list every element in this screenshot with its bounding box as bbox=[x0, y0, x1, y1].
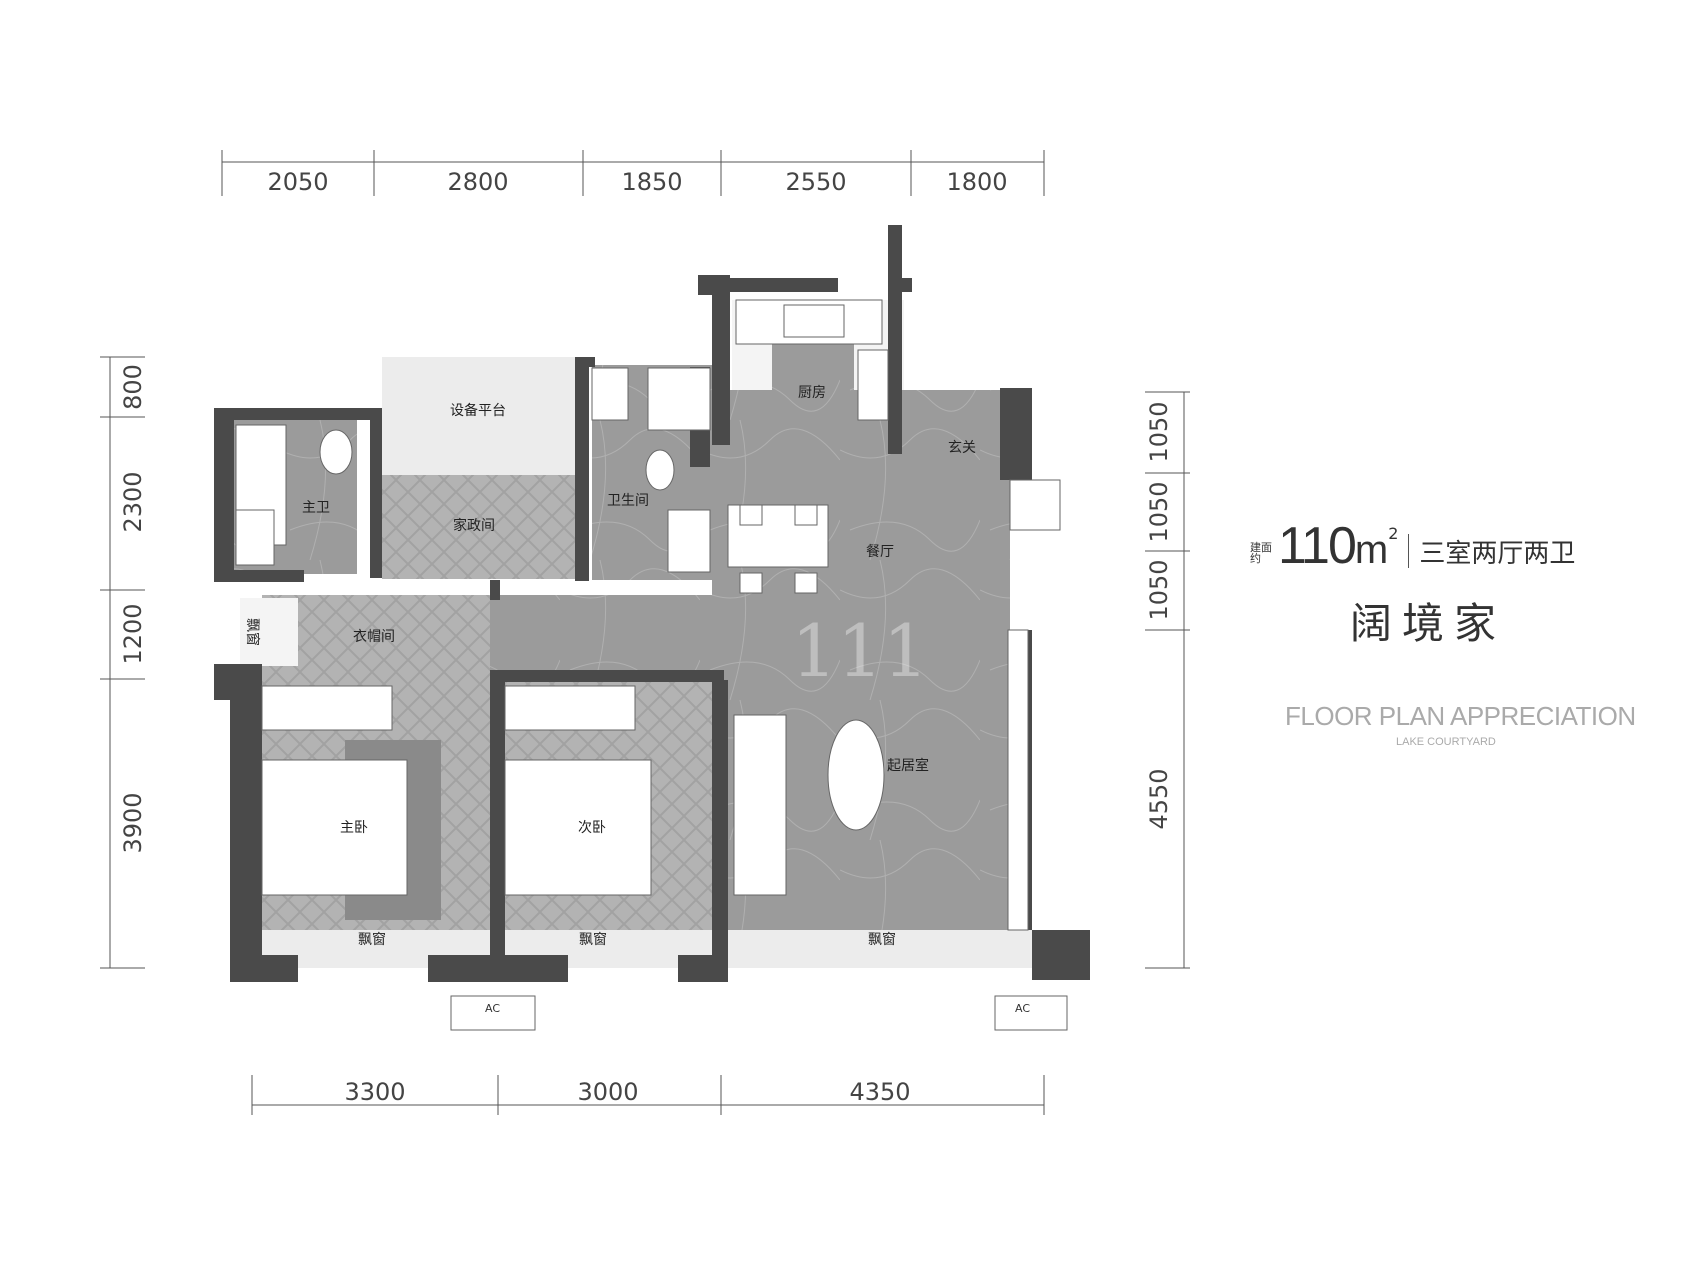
label-bay-window-1: 飘窗 bbox=[358, 931, 386, 948]
info-panel: 建面 约 110 m 2 三室两厅两卫 阔境家 FLOOR PLAN APPRE… bbox=[1250, 520, 1670, 748]
left-dimension-line bbox=[100, 356, 145, 969]
bottom-dimension-line bbox=[251, 1075, 1045, 1115]
dim-right-2: 1050 bbox=[1145, 481, 1173, 542]
dim-top-3: 1850 bbox=[621, 168, 682, 196]
dim-bottom-1: 3300 bbox=[344, 1078, 405, 1106]
label-master-bedroom: 主卧 bbox=[340, 820, 368, 836]
dim-bottom-2: 3000 bbox=[577, 1078, 638, 1106]
label-bay-window-small: 飘窗 bbox=[244, 618, 261, 646]
ac-label-right: AC bbox=[1015, 1002, 1030, 1015]
label-bay-window-2: 飘窗 bbox=[579, 931, 607, 948]
label-bathroom: 卫生间 bbox=[607, 493, 649, 509]
area-line: 建面 约 110 m 2 三室两厅两卫 bbox=[1250, 520, 1670, 572]
label-second-bedroom: 次卧 bbox=[578, 820, 606, 836]
label-dining-room: 餐厅 bbox=[866, 544, 894, 560]
label-housekeeping-room: 家政间 bbox=[453, 517, 495, 534]
right-dimension-line bbox=[1145, 391, 1190, 969]
dim-left-3: 1200 bbox=[119, 603, 147, 664]
project-name: 阔境家 bbox=[1350, 599, 1507, 648]
english-title: FLOOR PLAN APPRECIATION bbox=[1285, 701, 1636, 731]
label-kitchen: 厨房 bbox=[798, 385, 826, 401]
area-unit: m bbox=[1354, 528, 1389, 572]
separator bbox=[1408, 534, 1410, 568]
label-bay-window-3: 飘窗 bbox=[868, 931, 896, 948]
walls bbox=[214, 225, 1090, 982]
area-value: 110 bbox=[1278, 517, 1357, 575]
english-subtitle: LAKE COURTYARD bbox=[1396, 736, 1496, 748]
label-living-room: 起居室 bbox=[887, 757, 929, 774]
fixtures bbox=[235, 299, 1068, 1031]
area-prefix: 建面 约 bbox=[1250, 542, 1272, 564]
ac-label-left: AC bbox=[485, 1002, 500, 1015]
label-master-bathroom: 主卫 bbox=[302, 500, 330, 516]
dim-bottom-3: 4350 bbox=[849, 1078, 910, 1106]
dim-top-1: 2050 bbox=[267, 168, 328, 196]
area-unit-superscript: 2 bbox=[1388, 524, 1399, 543]
dim-right-4: 4550 bbox=[1145, 768, 1173, 829]
dim-left-1: 800 bbox=[119, 364, 147, 410]
label-cloakroom: 衣帽间 bbox=[353, 629, 395, 645]
dim-top-4: 2550 bbox=[785, 168, 846, 196]
top-dimension-line bbox=[221, 150, 1045, 196]
area-prefix-2: 约 bbox=[1250, 552, 1261, 565]
area-prefix-1: 建面 bbox=[1250, 541, 1272, 554]
dim-right-1: 1050 bbox=[1145, 401, 1173, 462]
dim-left-4: 3900 bbox=[119, 792, 147, 853]
dim-left-2: 2300 bbox=[119, 471, 147, 532]
dim-top-5: 1800 bbox=[946, 168, 1007, 196]
watermark: 111 bbox=[791, 609, 928, 693]
dim-top-2: 2800 bbox=[447, 168, 508, 196]
label-entrance: 玄关 bbox=[948, 439, 976, 456]
label-equipment-platform: 设备平台 bbox=[450, 402, 506, 419]
dim-right-3: 1050 bbox=[1145, 559, 1173, 620]
layout-type: 三室两厅两卫 bbox=[1419, 539, 1576, 569]
